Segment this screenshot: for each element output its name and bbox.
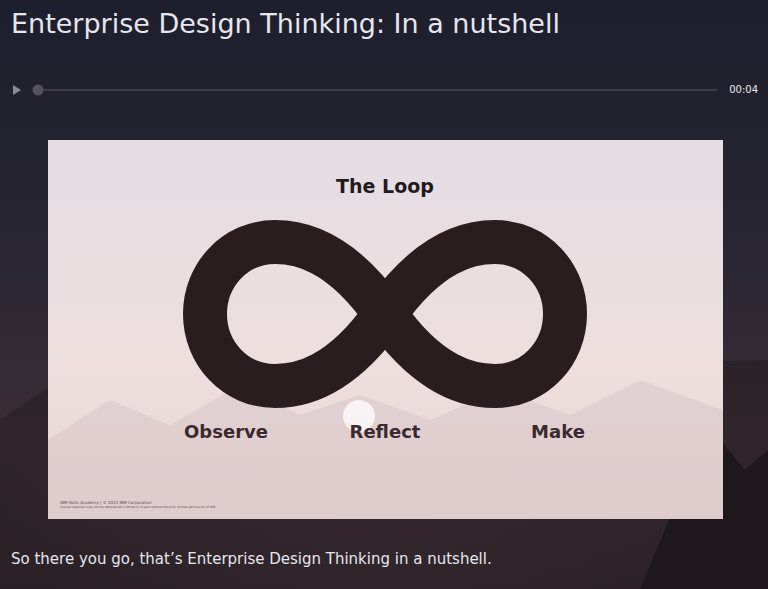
progress-track <box>38 89 717 91</box>
slide-mountains <box>48 380 723 519</box>
loop-label: Reflect <box>350 421 421 442</box>
loop-label: Make <box>531 421 585 442</box>
slide-background <box>48 140 723 519</box>
progress-knob <box>33 85 44 96</box>
play-icon <box>13 85 21 95</box>
footer-note: Course materials may not be reproduced i… <box>60 505 216 509</box>
page-title: Enterprise Design Thinking: In a nutshel… <box>11 8 560 39</box>
caption-text: So there you go, that’s Enterprise Desig… <box>11 550 492 568</box>
slide-heading: The Loop <box>336 175 434 197</box>
infinity-loop <box>205 242 565 386</box>
time-display: 00:04 <box>729 84 758 95</box>
loop-label: Observe <box>184 421 268 442</box>
footer-note: IBM Skills Academy | © 2023 IBM Corporat… <box>60 500 152 505</box>
